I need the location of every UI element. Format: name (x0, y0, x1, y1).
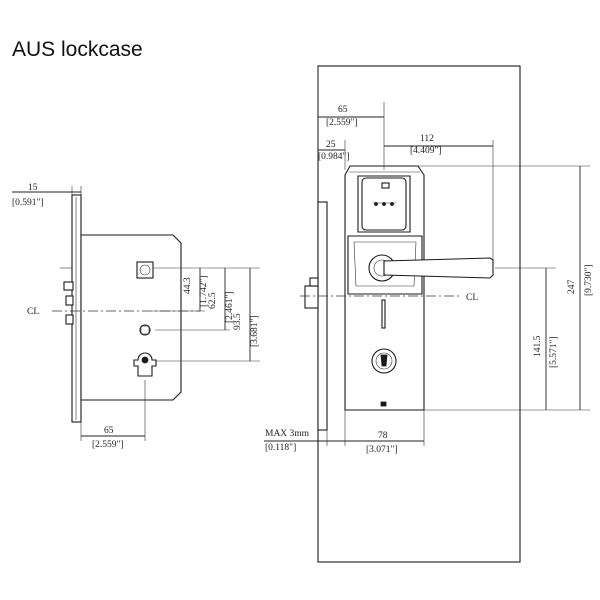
door-faceplate (317, 201, 328, 431)
dim-25-in: [0.984"] (318, 152, 350, 162)
dim-62-5-in: [2.461"] (225, 291, 235, 323)
door-front-view: CL 65 [2.559"] 25 [0.984"] 112 [4.409"] … (264, 65, 594, 563)
dim-141-5-in: [5.571"] (549, 336, 559, 368)
thumb-slot (381, 299, 386, 329)
anti-thrust-bolt (65, 295, 74, 306)
dim-65-right: 65 (338, 105, 348, 115)
cl-label-left: CL (27, 307, 39, 317)
dim-65-left-in: [2.559"] (92, 440, 124, 450)
lever-handle (383, 257, 494, 279)
dim-15-in: [0.591"] (12, 198, 44, 208)
lockcase-body (80, 234, 182, 401)
dim-141-5: 141.5 (533, 335, 543, 357)
dim-93-5: 93.5 (233, 313, 243, 330)
faceplate (71, 194, 82, 423)
dim-max-3mm: MAX 3mm (265, 429, 310, 439)
dim-max-3mm-in: [0.118"] (265, 443, 296, 453)
dim-44-3-in: [1.742"] (199, 275, 209, 307)
dim-247: 247 (567, 280, 577, 295)
deadbolt (65, 314, 74, 325)
dim-65-left: 65 (104, 426, 114, 436)
lockcase-side-view: CL 15 [0.591"] 44.3 [1.742"] 62.5 [2.461… (12, 183, 260, 450)
dim-112: 112 (420, 134, 434, 144)
dim-78: 78 (378, 431, 388, 441)
thumbturn-hole (139, 324, 151, 336)
handle-spindle-hole (136, 261, 154, 279)
dim-65-right-in: [2.559"] (326, 118, 358, 128)
dim-15: 15 (28, 183, 38, 193)
page-title: AUS lockcase (12, 38, 143, 61)
latch-protrusion (304, 285, 319, 309)
dim-112-in: [4.409"] (410, 146, 442, 156)
latch-bolt (63, 281, 74, 291)
dim-62-5: 62.5 (208, 292, 218, 309)
dim-44-3: 44.3 (183, 277, 193, 294)
dim-93-5-in: [3.681"] (250, 315, 260, 347)
dim-247-in: [9.730"] (584, 264, 594, 296)
dim-25: 25 (326, 140, 336, 150)
dim-78-in: [3.071"] (366, 445, 398, 455)
cylinder-cutout (133, 352, 157, 377)
cl-label-right: CL (466, 293, 478, 303)
